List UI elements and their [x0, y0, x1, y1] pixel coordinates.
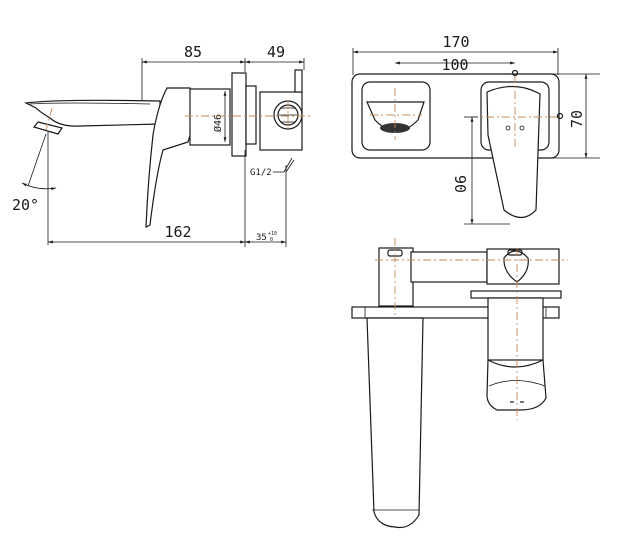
- side-view: 85 49 Ø46 G1/2 20°: [12, 43, 312, 247]
- angle-20-label: 20°: [12, 196, 39, 214]
- dim-85-label: 85: [184, 43, 202, 61]
- dim-100-label: 100: [441, 56, 468, 74]
- lever-handle-side: [145, 87, 198, 228]
- dim-70-label: 70: [568, 110, 586, 128]
- top-view: [351, 238, 568, 529]
- front-view: 170 100 70 90: [351, 33, 600, 225]
- dim-49-label: 49: [267, 43, 285, 61]
- dim-35-label: 35: [256, 233, 267, 243]
- dim-dia46-label: Ø46: [212, 114, 224, 132]
- dim-170-label: 170: [442, 33, 469, 51]
- lever-handle-front: [486, 85, 541, 219]
- dim-35-tol-lower: 0: [270, 237, 273, 243]
- dim-35-tol-upper: +10: [268, 231, 277, 237]
- thread-g12-label: G1/2: [250, 168, 272, 178]
- dim-162-label: 162: [164, 223, 191, 241]
- dim-90-label: 90: [451, 175, 469, 193]
- aerator-icon: [32, 121, 63, 135]
